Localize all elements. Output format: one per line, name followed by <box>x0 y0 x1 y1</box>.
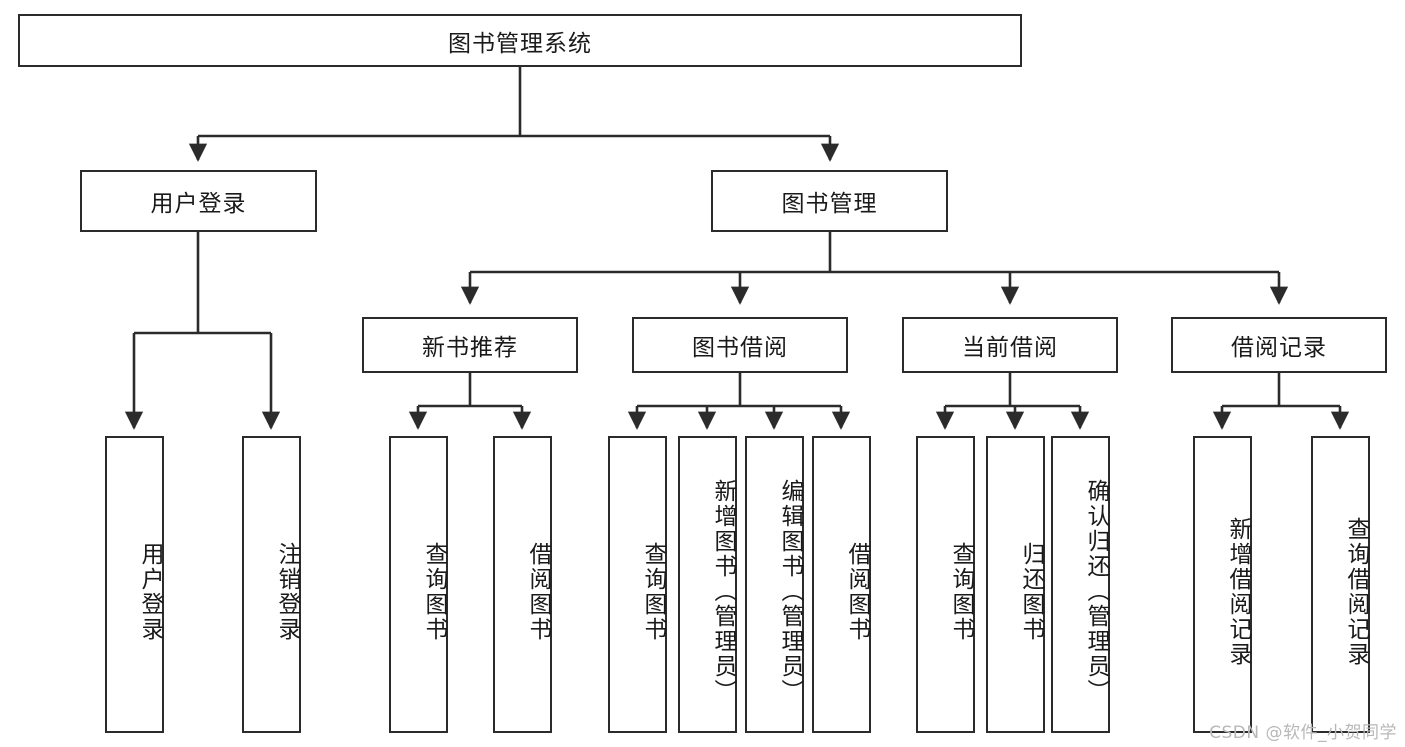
node-book-borrow[interactable]: 图书借阅 <box>632 317 848 373</box>
node-root-book-management-system[interactable]: 图书管理系统 <box>18 14 1022 67</box>
leaf-book-borrow-add-book-admin[interactable]: 新增图书（管理员） <box>678 436 737 733</box>
leaf-current-borrow-query-book[interactable]: 查询图书 <box>916 436 975 733</box>
node-user-login[interactable]: 用户登录 <box>80 170 317 232</box>
leaf-book-borrow-edit-book-admin[interactable]: 编辑图书（管理员） <box>745 436 804 733</box>
node-current-borrow[interactable]: 当前借阅 <box>902 317 1118 373</box>
leaf-book-borrow-query-book[interactable]: 查询图书 <box>608 436 667 733</box>
leaf-new-book-borrow-book[interactable]: 借阅图书 <box>493 436 552 733</box>
leaf-new-book-query-book[interactable]: 查询图书 <box>389 436 448 733</box>
node-book-management[interactable]: 图书管理 <box>711 170 948 232</box>
leaf-user-login-login[interactable]: 用户登录 <box>105 436 164 733</box>
leaf-book-borrow-borrow-book[interactable]: 借阅图书 <box>812 436 871 733</box>
node-borrow-record[interactable]: 借阅记录 <box>1171 317 1387 373</box>
leaf-borrow-record-query-record[interactable]: 查询借阅记录 <box>1311 436 1370 733</box>
node-new-book-recommend[interactable]: 新书推荐 <box>362 317 578 373</box>
leaf-current-borrow-confirm-return-admin[interactable]: 确认归还（管理员） <box>1051 436 1110 733</box>
leaf-borrow-record-add-record[interactable]: 新增借阅记录 <box>1193 436 1252 733</box>
leaf-user-login-logout[interactable]: 注销登录 <box>242 436 301 733</box>
leaf-current-borrow-return-book[interactable]: 归还图书 <box>986 436 1045 733</box>
